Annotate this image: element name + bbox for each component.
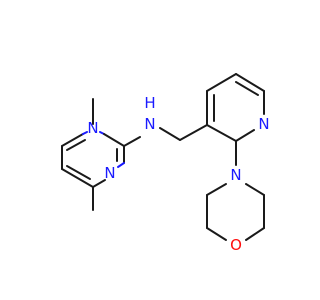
bond-morph-o-cc (245, 227, 265, 241)
bond-c2-n1 (235, 129, 255, 142)
pyrimidine-nitrogen-bottom-label: N (104, 164, 115, 182)
morpholine-nitrogen-label: N (230, 166, 241, 184)
bond-c6-c5 (61, 168, 94, 188)
bond-morph-cd-n (245, 183, 265, 196)
bond-c5-c6-double (235, 81, 259, 96)
bond-c4-n3-upper (61, 133, 84, 147)
bond-layer (61, 73, 265, 241)
bond-n1-c6 (92, 179, 106, 188)
bond-n1-c6-n (117, 162, 125, 168)
chemical-structure-diagram: N N N H N N O (61, 73, 270, 254)
bond-c6-c5-double (66, 165, 91, 180)
bond-n3-c2 (103, 133, 125, 147)
amine-nitrogen-label: N (144, 115, 155, 133)
bond-morph-cb-o (206, 227, 227, 241)
bond-c2-nh (123, 136, 141, 147)
pyridine-nitrogen-label: N (258, 115, 269, 133)
bond-morph-n-ca (206, 183, 227, 196)
bond-c4-c5 (206, 73, 237, 92)
amine-hydrogen-label: H (144, 94, 155, 112)
bond-c4-n3-double (66, 139, 86, 151)
bond-c4-n3-upper-n (82, 131, 88, 135)
atom-label-layer: N N N H N N O (87, 94, 269, 254)
bond-c2-c3 (206, 124, 237, 142)
pyrimidine-nitrogen-top-label: N (87, 119, 98, 137)
bond-nh-ch2 (159, 127, 181, 141)
morpholine-oxygen-label: O (230, 236, 242, 254)
bond-ch2-c3 (179, 124, 208, 141)
bond-c5-c6 (235, 73, 265, 92)
